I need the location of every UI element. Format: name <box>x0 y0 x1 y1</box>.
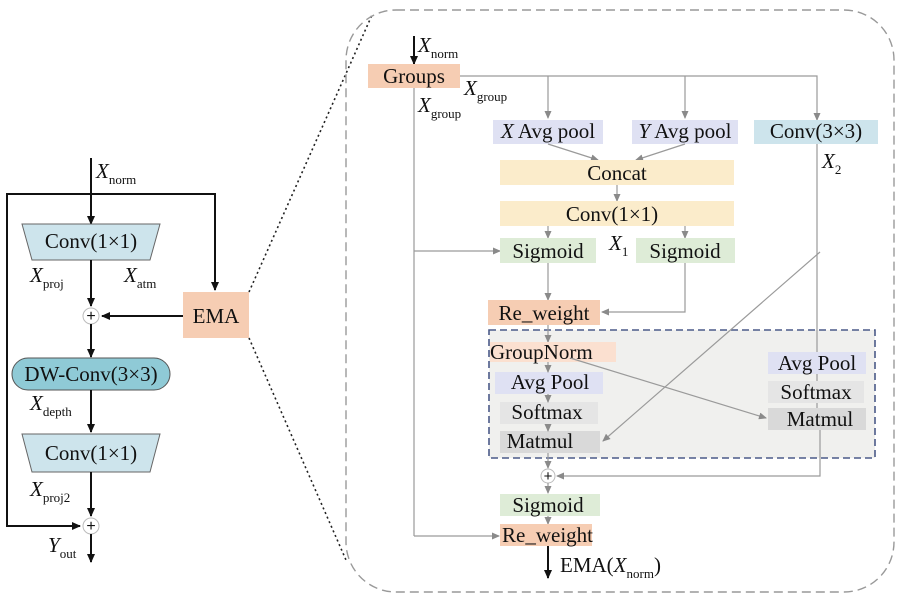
conv2-block <box>21 433 161 473</box>
right-xnorm-label: Xnorm <box>417 33 458 61</box>
left-xatm-label: Xatm <box>123 263 156 291</box>
left-xnorm-label: Xnorm <box>95 159 136 187</box>
reweight2-block <box>500 524 592 546</box>
sigmoid3-block <box>500 494 600 516</box>
sigmoid2-block <box>636 238 735 263</box>
groups-to-conv3-line <box>460 75 821 121</box>
avgpool-left-label: Avg Pool <box>511 370 590 394</box>
sigmoid1-label: Sigmoid <box>512 239 584 263</box>
gn-to-matmul-right-line <box>569 357 767 420</box>
reweight1-block <box>488 300 600 325</box>
matmul-right-block <box>768 408 866 430</box>
concat-block <box>500 160 734 185</box>
xgroup-label-left: Xgroup <box>417 93 461 121</box>
avgpool-right-block <box>768 352 866 374</box>
conv11-label: Conv(1×1) <box>566 202 658 226</box>
yavg-to-concat-line <box>635 143 686 162</box>
xavgpool-block <box>493 120 603 144</box>
softmax-left-block <box>500 402 598 424</box>
xavg-to-concat-line <box>547 143 599 162</box>
left-yout-label: Yout <box>48 533 77 561</box>
avgpool-left-block <box>495 372 603 394</box>
dwconv-label: DW-Conv(3×3) <box>24 362 157 386</box>
left-xproj-label: Xproj <box>29 263 64 291</box>
groupnorm-block <box>490 342 616 362</box>
matmul-right-label: Matmul <box>787 407 854 431</box>
groups-block <box>368 64 460 88</box>
conv11-block <box>500 201 734 226</box>
sigmoid1-block <box>500 238 596 263</box>
left-xdepth-label: Xdepth <box>29 391 72 419</box>
detail-frame <box>345 9 895 593</box>
matmul-left-block <box>500 431 600 453</box>
conv3-block <box>754 120 878 144</box>
residual-arrow <box>6 193 91 530</box>
matmul-left-label: Matmul <box>507 429 574 453</box>
left-plus-label: + <box>86 308 95 325</box>
avgpool-right-label: Avg Pool <box>778 351 857 375</box>
sigmoid2-to-reweight-line <box>601 263 686 316</box>
softmax-right-block <box>768 381 864 403</box>
left-plus2-label: + <box>86 518 95 535</box>
left-xproj2-label: Xproj2 <box>29 477 70 505</box>
ema-block <box>183 292 249 338</box>
sigmoid3-label: Sigmoid <box>512 493 584 517</box>
conv1-label: Conv(1×1) <box>45 229 137 253</box>
xavgpool-label: X Avg pool <box>500 119 595 143</box>
yavgpool-label: Y Avg pool <box>639 119 732 143</box>
ema-label: EMA <box>193 304 241 328</box>
reweight1-label: Re_weight <box>499 301 590 325</box>
conv3-label: Conv(3×3) <box>770 119 862 143</box>
softmax-right-label: Softmax <box>780 380 852 404</box>
ema-detail: Xnorm Groups Xgroup Xgroup X Avg pool Y … <box>345 9 895 593</box>
concat-label: Concat <box>587 161 647 185</box>
matmul-right-to-plus-line <box>556 430 821 480</box>
ema-input-arrow <box>91 193 219 291</box>
conv2-label: Conv(1×1) <box>45 441 137 465</box>
reweight2-label: Re_weight <box>502 523 593 547</box>
xgroup-label-top: Xgroup <box>463 76 507 104</box>
yavgpool-block <box>632 120 738 144</box>
softmax-left-label: Softmax <box>511 400 583 424</box>
sigmoid2-label: Sigmoid <box>649 239 721 263</box>
right-plus-label: + <box>544 468 553 485</box>
zoom-line-top <box>248 14 373 293</box>
conv1-block <box>21 223 161 261</box>
x2-to-matmul-left-line <box>602 251 821 442</box>
x2-label: X2 <box>821 149 841 177</box>
final-output-label: EMA(Xnorm) <box>560 553 661 581</box>
left-block: Xnorm Conv(1×1) Xproj Xatm + EMA DW-Conv… <box>6 158 249 563</box>
x1-label: X1 <box>608 231 628 259</box>
zoom-line-bottom <box>248 337 347 561</box>
groups-label: Groups <box>383 64 445 88</box>
